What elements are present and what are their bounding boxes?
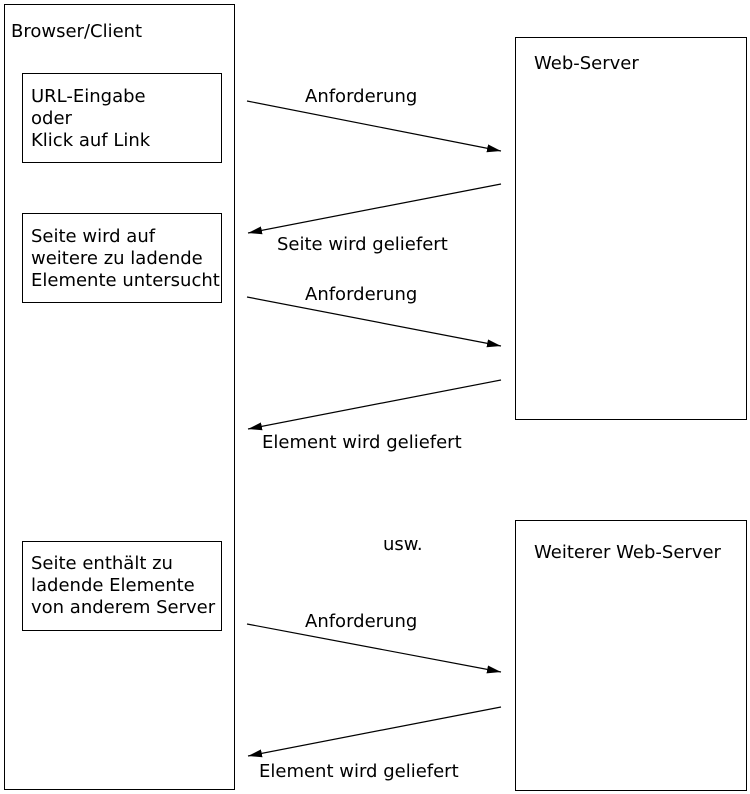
request-label-2: Anforderung <box>305 284 418 305</box>
step-page-analysis-box <box>22 213 222 303</box>
etc-label: usw. <box>383 534 423 555</box>
request-arrow-1 <box>246 100 502 153</box>
step-url-line-3: Klick auf Link <box>31 130 151 151</box>
response-label-3: Element wird geliefert <box>259 761 459 782</box>
step-url-input-text: URL-Eingabe oder Klick auf Link <box>31 86 150 152</box>
step-analysis-line-2: weitere zu ladende <box>31 248 203 269</box>
response-label-1: Seite wird geliefert <box>277 234 448 255</box>
step-url-line-1: URL-Eingabe <box>31 86 146 107</box>
client-title: Browser/Client <box>11 21 143 42</box>
response-arrow-1 <box>247 183 502 235</box>
step-other-line-3: von anderem Server <box>31 597 216 618</box>
web-server-panel <box>515 37 747 420</box>
step-other-line-2: ladende Elemente <box>31 575 195 596</box>
step-other-server-text: Seite enthält zu ladende Elemente von an… <box>31 553 215 619</box>
request-label-3: Anforderung <box>305 611 418 632</box>
step-analysis-line-1: Seite wird auf <box>31 226 156 247</box>
step-other-line-1: Seite enthält zu <box>31 553 173 574</box>
step-other-server-box <box>22 541 222 631</box>
step-analysis-line-3: Elemente untersucht <box>31 270 220 291</box>
step-url-line-2: oder <box>31 108 72 129</box>
step-page-analysis-text: Seite wird auf weitere zu ladende Elemen… <box>31 226 220 292</box>
request-arrow-2 <box>246 296 502 348</box>
second-web-server-title: Weiterer Web-Server <box>534 542 721 563</box>
second-web-server-panel <box>515 520 747 791</box>
response-label-2: Element wird geliefert <box>262 432 462 453</box>
request-label-1: Anforderung <box>305 86 418 107</box>
web-server-title: Web-Server <box>534 53 639 74</box>
response-arrow-2 <box>247 379 502 431</box>
step-url-input-box <box>22 73 222 163</box>
response-arrow-3 <box>247 706 502 758</box>
request-arrow-3 <box>246 623 502 674</box>
